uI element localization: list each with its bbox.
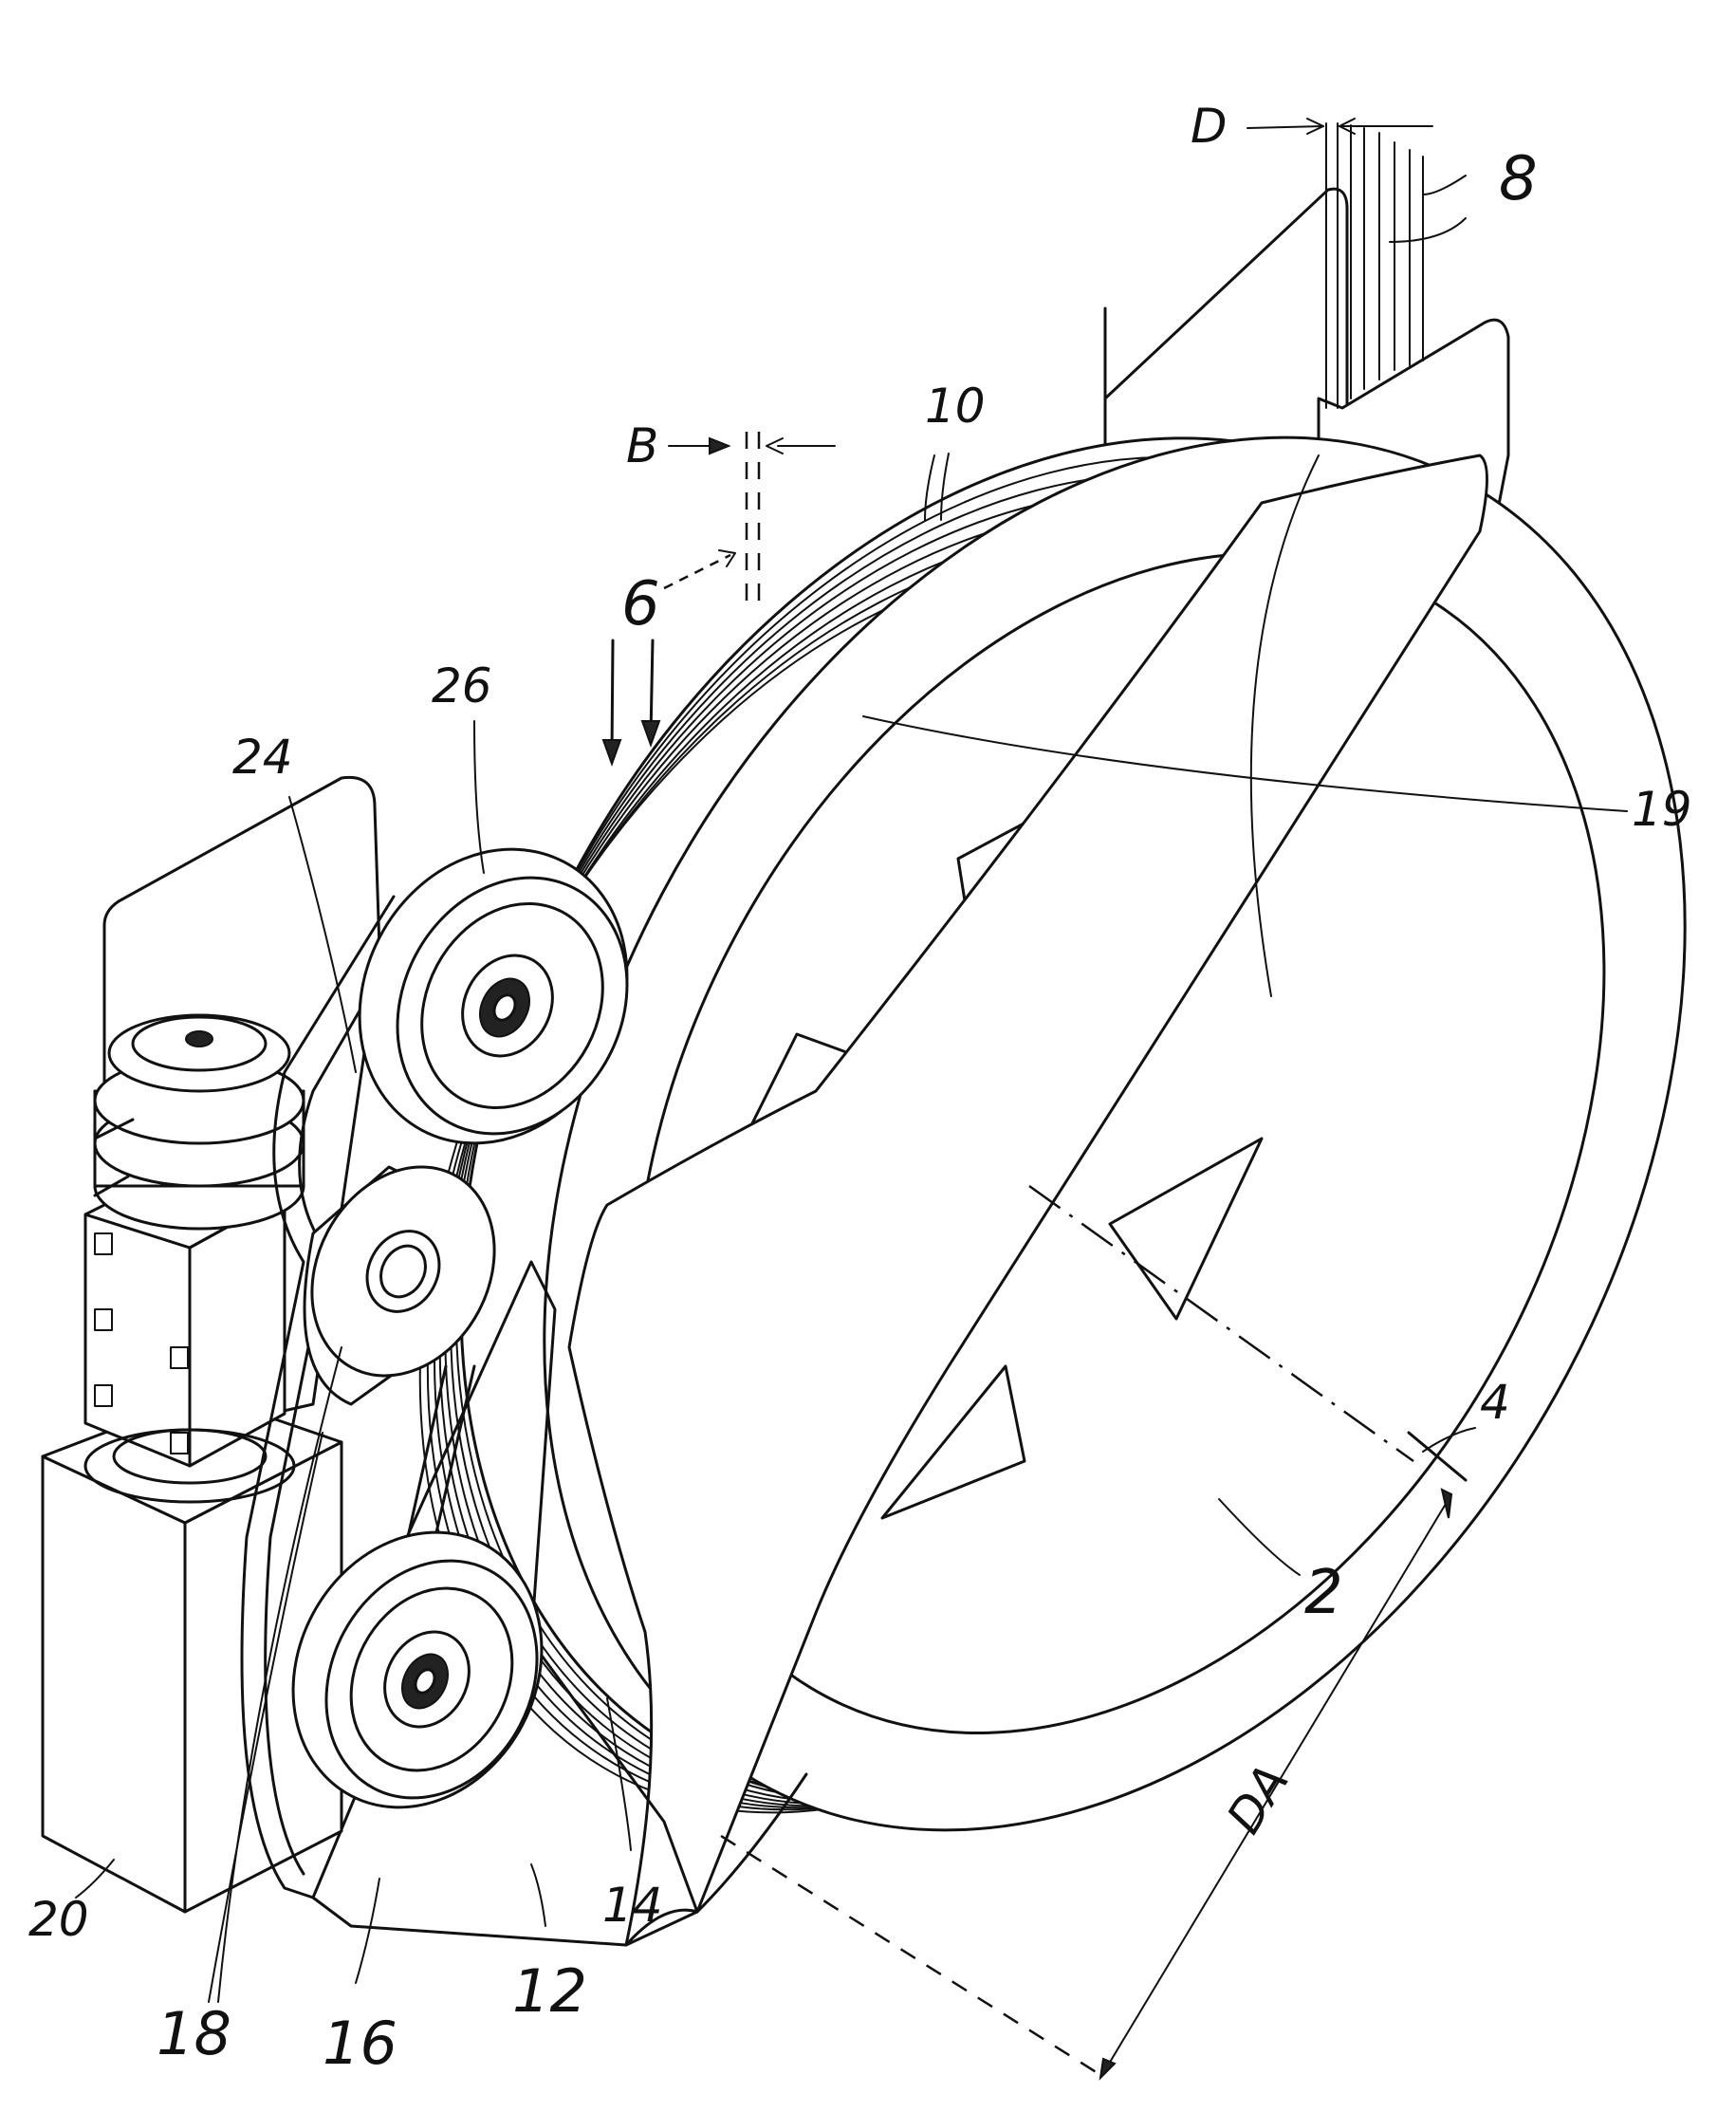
label-D: D <box>1191 99 1228 154</box>
label-19: 19 <box>1632 782 1692 837</box>
label-14: 14 <box>602 1878 663 1933</box>
label-18: 18 <box>157 1999 231 2068</box>
label-4: 4 <box>1480 1375 1510 1430</box>
label-20: 20 <box>28 1892 89 1947</box>
label-8: 8 <box>1499 144 1538 214</box>
label-B: B <box>626 418 658 473</box>
label-10: 10 <box>925 379 986 434</box>
label-16: 16 <box>323 2009 397 2078</box>
label-6: 6 <box>621 569 660 639</box>
label-2: 2 <box>1304 1558 1343 1628</box>
brake-stack <box>95 1015 304 1229</box>
label-12: 12 <box>512 1956 587 2026</box>
label-26: 26 <box>432 658 492 713</box>
label-24: 24 <box>232 730 293 785</box>
